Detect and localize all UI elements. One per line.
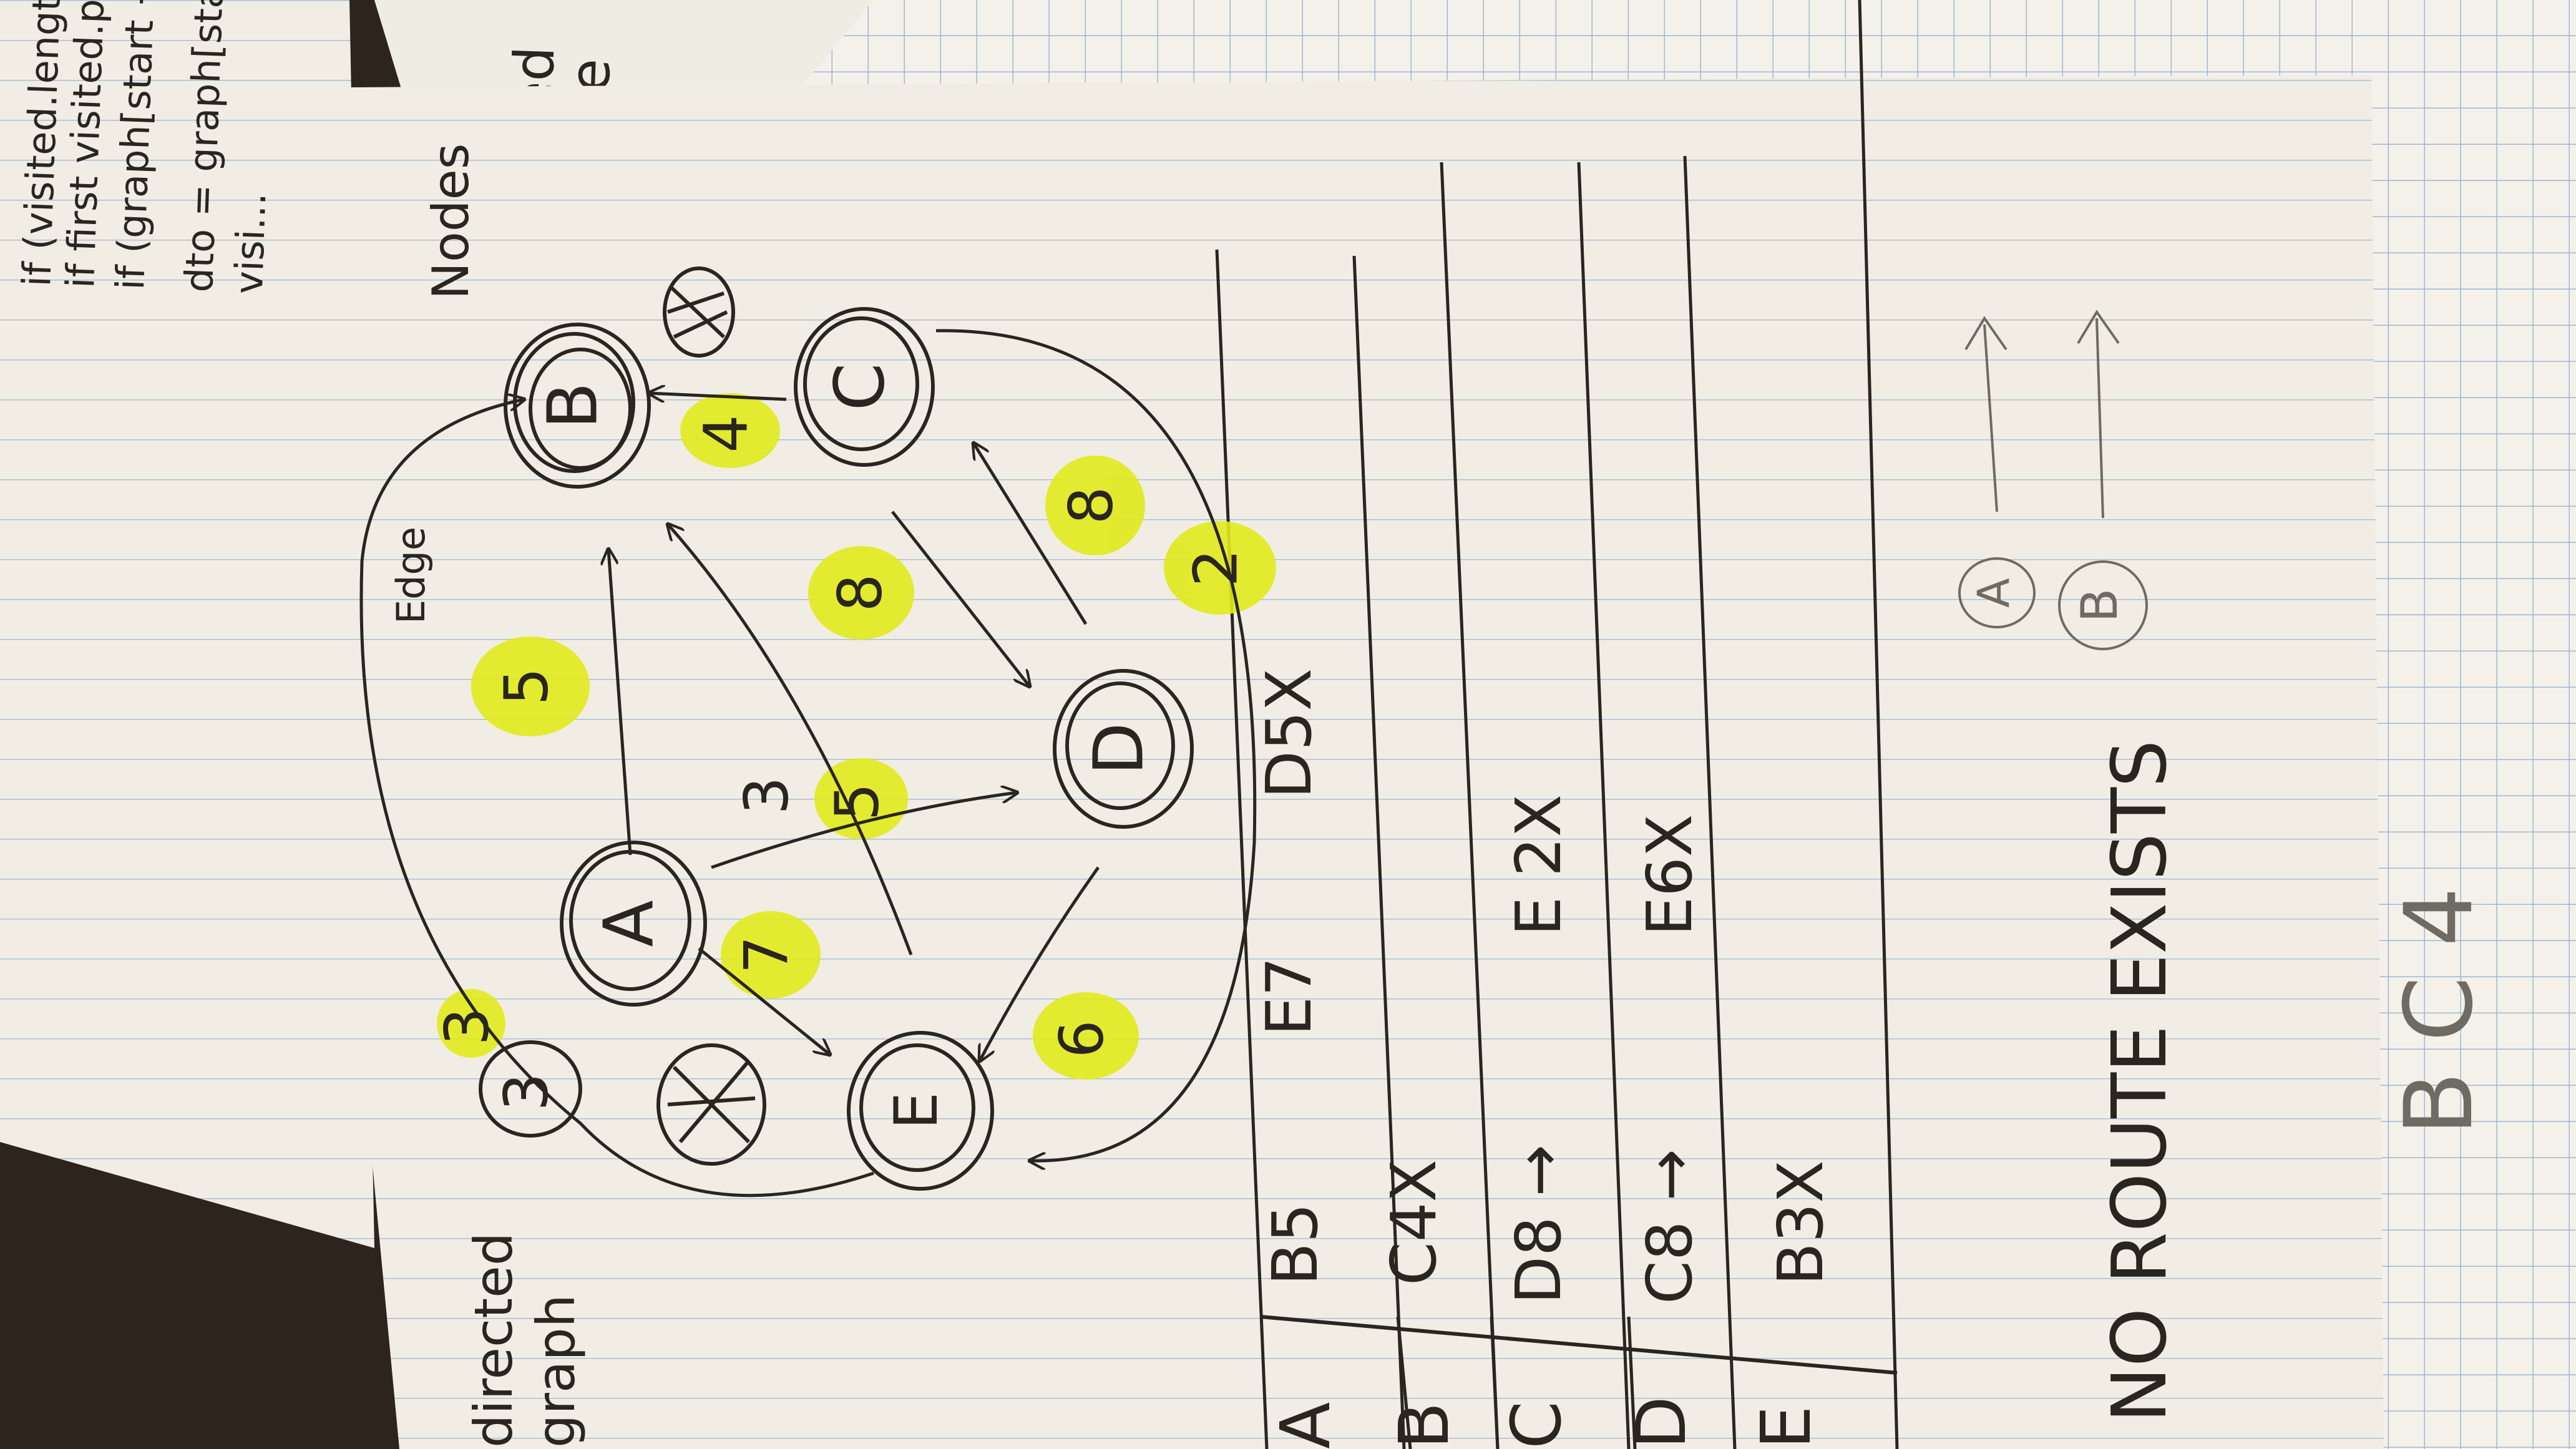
header-d: D: [1621, 1396, 1701, 1449]
left-code-line-5: visi...: [226, 192, 275, 295]
header-e: E: [1746, 1405, 1826, 1449]
weight-c-e: 2: [1181, 549, 1251, 587]
header-b: B: [1384, 1402, 1464, 1449]
edge-e-b-loop: [359, 399, 874, 1198]
svg-text:A: A: [588, 900, 668, 947]
legend-arrow-2: [2095, 318, 2104, 519]
edge-d-e: [980, 866, 1100, 1061]
graph-nodes: A B C D E: [479, 266, 1194, 1191]
scribble-near-c: [663, 266, 735, 358]
edge-a-e: [698, 947, 830, 1055]
title-line-2: graph: [525, 1294, 587, 1448]
node-e: E: [847, 1031, 994, 1191]
main-sheet: [337, 0, 2384, 1449]
node-c: C: [794, 307, 935, 467]
cell-e-1: B3X: [1764, 1160, 1837, 1286]
graph-labels: Nodes Edge directed graph: [388, 144, 587, 1448]
no-route-text: NO ROUTE EXISTS: [2097, 740, 2183, 1423]
circled-number-ring: [479, 1040, 582, 1138]
cell-a-1: B5: [1259, 1203, 1332, 1286]
legend-to: B: [2071, 588, 2129, 623]
table-headers: A B C D E: [1266, 1396, 1826, 1449]
right-page-text: B C 4: [2385, 887, 2494, 1136]
weight-c-b: 4: [691, 414, 761, 452]
legend: A B: [1958, 310, 2148, 650]
legend-from: A: [1968, 578, 2019, 608]
edge-c-d: [891, 510, 1030, 686]
left-code-page: if (visited.length > 0) if first visited…: [0, 0, 374, 1248]
cell-a-2: E7: [1252, 957, 1325, 1036]
edge-label: Edge: [388, 527, 434, 624]
title-line-1: directed: [463, 1232, 524, 1448]
weight-a-b: 5: [491, 667, 561, 705]
weight-highlights: [437, 393, 1276, 1080]
cell-c-1: D8 →: [1502, 1144, 1575, 1304]
scribble-near-e: [656, 1043, 766, 1166]
cell-d-1: C8 →: [1633, 1149, 1706, 1304]
edge-weights: 5 3 5 7 4 8 8 2 6 3 3: [432, 414, 1251, 1111]
header-a: A: [1266, 1402, 1345, 1449]
cell-a-3: D5X: [1252, 668, 1325, 799]
weight-d-e: 6: [1046, 1020, 1116, 1058]
edge-a-d: [711, 793, 1017, 869]
cell-b-1: C4X: [1377, 1159, 1450, 1286]
weight-e-b: 3: [731, 776, 801, 814]
right-grid-page: B C 4: [2346, 0, 2576, 1449]
svg-text:D: D: [1078, 723, 1158, 776]
node-d: D: [1053, 669, 1194, 829]
edge-a-b: [608, 549, 632, 856]
svg-text:C: C: [819, 363, 899, 411]
node-a: A: [560, 841, 707, 1007]
cell-d-2: E6X: [1633, 814, 1706, 936]
legend-arrow-1: [1983, 324, 1998, 512]
graph-edges: [359, 329, 1257, 1198]
weight-d-c: 8: [1056, 486, 1126, 524]
edge-c-e-loop: [935, 329, 1257, 1161]
weight-a-d: 5: [822, 783, 892, 821]
weight-e-b-loop: 3: [432, 1007, 502, 1045]
weight-c-d: 8: [825, 573, 895, 612]
edge-d-c: [973, 443, 1088, 625]
weight-a-e: 7: [731, 935, 801, 973]
nodes-label: Nodes: [422, 144, 480, 300]
edge-e-b: [668, 524, 913, 955]
cell-c-2: E 2X: [1502, 794, 1575, 936]
header-c: C: [1496, 1401, 1576, 1449]
table-cells: B5 E7 D5X C4X D8 → E 2X C8 → E6X B3X: [1252, 668, 1837, 1304]
no-route-note: NO ROUTE EXISTS: [2097, 740, 2183, 1423]
svg-text:E: E: [882, 1092, 951, 1129]
svg-text:B: B: [532, 382, 612, 429]
circled-number: 3: [491, 1073, 561, 1111]
edge-c-b: [649, 393, 787, 399]
node-b: B: [504, 323, 651, 489]
